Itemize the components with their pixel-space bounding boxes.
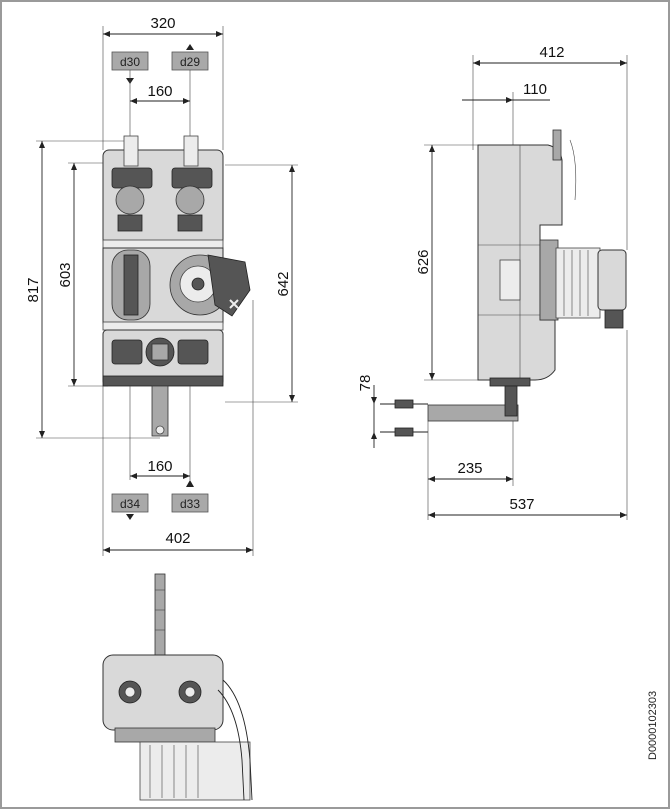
tag-d30: d30	[120, 55, 140, 69]
tag-d33-box	[171, 493, 209, 513]
front-view: 320 d30 d29 160 817 603 642	[25, 15, 298, 556]
tag-d29: d29	[180, 55, 200, 69]
tag-d34: d34	[120, 497, 140, 511]
tag-d34-box	[111, 493, 149, 513]
document-code: D0000102303	[647, 691, 659, 760]
dim-front-pipe-spacing-bottom: 160	[147, 458, 172, 475]
dim-side-depth-total: 412	[539, 44, 564, 61]
top-view	[102, 573, 253, 801]
dim-front-width-top: 320	[150, 15, 175, 32]
side-view: 412 110 626	[357, 44, 628, 520]
dim-side-bracket-depth: 235	[457, 460, 482, 477]
tag-d33: d33	[180, 497, 200, 511]
dim-side-offset-top: 110	[523, 81, 547, 98]
dim-side-bracket-height: 78	[357, 375, 374, 392]
dim-side-depth-bracket-total: 537	[509, 496, 534, 513]
dim-front-height-inner: 603	[57, 262, 74, 287]
dim-side-height: 626	[415, 249, 432, 274]
dim-front-width-bottom: 402	[165, 530, 190, 547]
dim-front-height-right: 642	[275, 271, 292, 296]
front-unit-illustration	[102, 135, 251, 437]
side-unit-illustration	[380, 129, 627, 437]
dim-front-pipe-spacing-top: 160	[147, 83, 172, 100]
dim-front-height-total: 817	[25, 277, 42, 302]
